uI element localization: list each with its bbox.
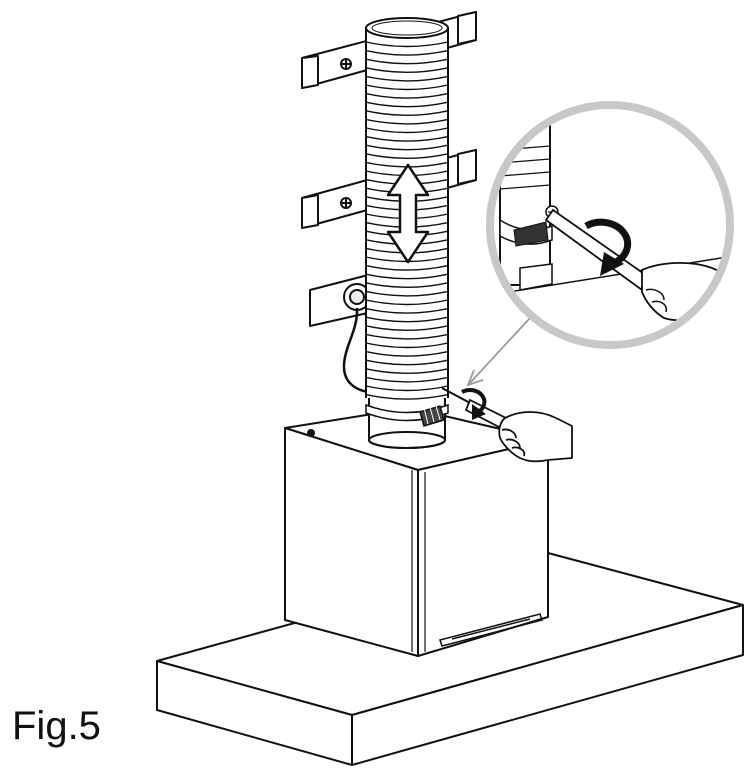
duct-lower-sleeve <box>368 395 446 449</box>
duct-rib <box>365 264 449 271</box>
power-cable <box>342 307 373 394</box>
duct-rib <box>365 333 449 340</box>
flexible-duct <box>365 17 449 400</box>
hand-small <box>498 411 573 463</box>
duct-rib <box>365 75 449 82</box>
duct-rib <box>365 290 449 297</box>
duct-rib <box>365 92 449 99</box>
duct-rib <box>365 144 449 151</box>
duct-rib <box>365 342 449 349</box>
duct-rib <box>365 299 449 306</box>
duct-rib <box>365 58 449 65</box>
duct-rib <box>365 153 449 159</box>
hose-clamp <box>365 403 449 427</box>
figure-label: Fig.5 <box>12 704 101 748</box>
duct-rib <box>365 307 449 314</box>
duct-rib <box>365 49 449 56</box>
duct-rib <box>365 273 449 280</box>
detail-magnifier <box>486 101 734 349</box>
vent-slot <box>439 613 543 647</box>
duct-rib <box>365 376 449 383</box>
magnifier-ring <box>486 101 734 349</box>
duct-rib <box>365 325 449 331</box>
duct-rib <box>365 127 449 134</box>
duct-rib <box>365 135 449 142</box>
duct-rib <box>365 118 449 125</box>
duct-rib <box>365 67 449 73</box>
duct-rib <box>365 350 449 357</box>
duct-rib <box>365 359 449 366</box>
duct-rib <box>365 282 449 288</box>
detail-pointer <box>466 317 531 387</box>
power-socket <box>309 273 373 327</box>
duct-rib <box>365 41 449 48</box>
duct-rib <box>365 393 449 400</box>
duct-rib <box>365 368 449 374</box>
adjust-height-arrow <box>386 163 430 264</box>
duct-rib <box>365 385 449 392</box>
duct-rib <box>365 316 449 323</box>
duct-rib <box>365 101 449 108</box>
rotate-arrow-small <box>461 387 487 420</box>
duct-rib <box>365 84 449 91</box>
duct-rib <box>365 110 449 116</box>
